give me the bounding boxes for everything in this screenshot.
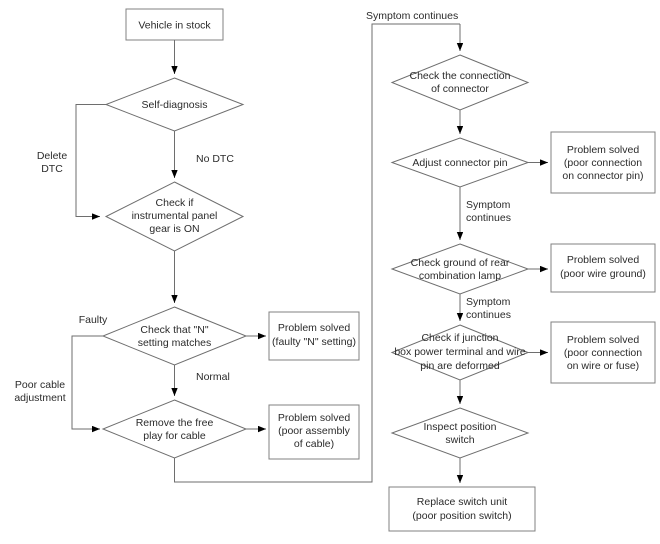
edge-symptom-continues-to-right-column: [174, 23, 460, 483]
edge-label-poor-cable-adjustment: Poor cable adjustment: [14, 379, 65, 404]
svg-text:Poor cable: Poor cable: [15, 379, 65, 391]
svg-text:box power terminal and wire: box power terminal and wire: [394, 346, 525, 358]
svg-text:(poor position switch): (poor position switch): [412, 510, 511, 522]
edge-label-symptom-continues-entry: Symptom continues: [366, 10, 458, 22]
svg-text:instrumental panel: instrumental panel: [132, 210, 218, 222]
svg-text:pin are deformed: pin are deformed: [420, 360, 500, 372]
svg-text:combination lamp: combination lamp: [419, 270, 501, 282]
node-check-connection-of-connector-label: Check the connection: [410, 70, 511, 82]
edge-delete-dtc: [75, 104, 106, 220]
node-self-diagnosis-label: Self-diagnosis: [142, 99, 208, 111]
node-self-diagnosis[interactable]: Self-diagnosis: [104, 77, 245, 132]
svg-text:adjustment: adjustment: [14, 392, 65, 404]
svg-text:setting matches: setting matches: [138, 337, 212, 349]
node-check-connection-of-connector[interactable]: Check the connection of connector: [390, 54, 530, 111]
node-problem-solved-wire-ground[interactable]: Problem solved (poor wire ground): [550, 243, 656, 293]
node-inspect-position-switch[interactable]: Inspect position switch: [390, 407, 530, 459]
node-problem-solved-cable[interactable]: Problem solved (poor assembly of cable): [268, 404, 360, 460]
node-check-junction-box-label: Check if junction: [421, 332, 498, 344]
node-inspect-position-switch-label: Inspect position: [424, 421, 497, 433]
edge-label-no-dtc: No DTC: [196, 153, 234, 165]
svg-text:(faulty "N" setting): (faulty "N" setting): [272, 336, 356, 348]
svg-text:(poor wire ground): (poor wire ground): [560, 268, 646, 280]
node-problem-solved-n-setting[interactable]: Problem solved (faulty "N" setting): [268, 311, 360, 361]
svg-text:on connector pin): on connector pin): [562, 170, 643, 182]
svg-text:DTC: DTC: [41, 163, 63, 175]
edge-label-delete-dtc: Delete DTC: [37, 150, 68, 175]
svg-text:play for cable: play for cable: [143, 430, 206, 442]
svg-text:gear is ON: gear is ON: [149, 223, 199, 235]
node-problem-solved-cable-label: Problem solved: [278, 412, 351, 424]
node-adjust-connector-pin-label: Adjust connector pin: [412, 157, 507, 169]
node-adjust-connector-pin[interactable]: Adjust connector pin: [390, 137, 530, 188]
node-problem-solved-connector-pin-label: Problem solved: [567, 144, 640, 156]
svg-text:continues: continues: [466, 212, 511, 224]
svg-text:Delete: Delete: [37, 150, 68, 162]
node-check-n-setting[interactable]: Check that "N" setting matches: [101, 306, 248, 366]
node-replace-switch-unit-label: Replace switch unit: [417, 496, 508, 508]
edge-label-normal: Normal: [196, 371, 230, 383]
svg-text:switch: switch: [445, 434, 474, 446]
node-remove-free-play[interactable]: Remove the free play for cable: [101, 399, 248, 459]
svg-text:Symptom: Symptom: [466, 296, 511, 308]
node-check-junction-box[interactable]: Check if junction box power terminal and…: [390, 324, 530, 381]
node-check-ground-rear-lamp[interactable]: Check ground of rear combination lamp: [390, 243, 530, 295]
svg-text:continues: continues: [466, 309, 511, 321]
node-check-instrumental-panel-label: Check if: [156, 197, 194, 209]
svg-text:(poor connection: (poor connection: [564, 347, 642, 359]
node-remove-free-play-label: Remove the free: [136, 417, 214, 429]
edge-label-faulty: Faulty: [79, 314, 108, 326]
svg-text:(poor assembly: (poor assembly: [278, 425, 351, 437]
svg-text:on wire or fuse): on wire or fuse): [567, 360, 639, 372]
edge-label-symptom-continues-2: Symptom continues: [466, 296, 511, 321]
edge-label-symptom-continues-1: Symptom continues: [466, 199, 511, 224]
node-check-instrumental-panel[interactable]: Check if instrumental panel gear is ON: [104, 181, 245, 252]
svg-text:(poor connection: (poor connection: [564, 157, 642, 169]
node-problem-solved-wire-fuse[interactable]: Problem solved (poor connection on wire …: [550, 321, 656, 384]
node-replace-switch-unit[interactable]: Replace switch unit (poor position switc…: [388, 486, 536, 532]
node-problem-solved-wire-fuse-label: Problem solved: [567, 334, 640, 346]
svg-text:of cable): of cable): [294, 438, 334, 450]
edge-faulty-poor-cable: [71, 335, 103, 433]
svg-text:of connector: of connector: [431, 83, 489, 95]
node-check-n-setting-label: Check that "N": [140, 324, 208, 336]
svg-text:Symptom: Symptom: [466, 199, 511, 211]
node-vehicle-in-stock[interactable]: Vehicle in stock: [125, 8, 224, 41]
node-check-ground-rear-lamp-label: Check ground of rear: [411, 257, 510, 269]
node-problem-solved-connector-pin[interactable]: Problem solved (poor connection on conne…: [550, 131, 656, 194]
node-problem-solved-n-setting-label: Problem solved: [278, 322, 351, 334]
node-problem-solved-wire-ground-label: Problem solved: [567, 254, 640, 266]
node-vehicle-in-stock-label: Vehicle in stock: [138, 20, 211, 32]
